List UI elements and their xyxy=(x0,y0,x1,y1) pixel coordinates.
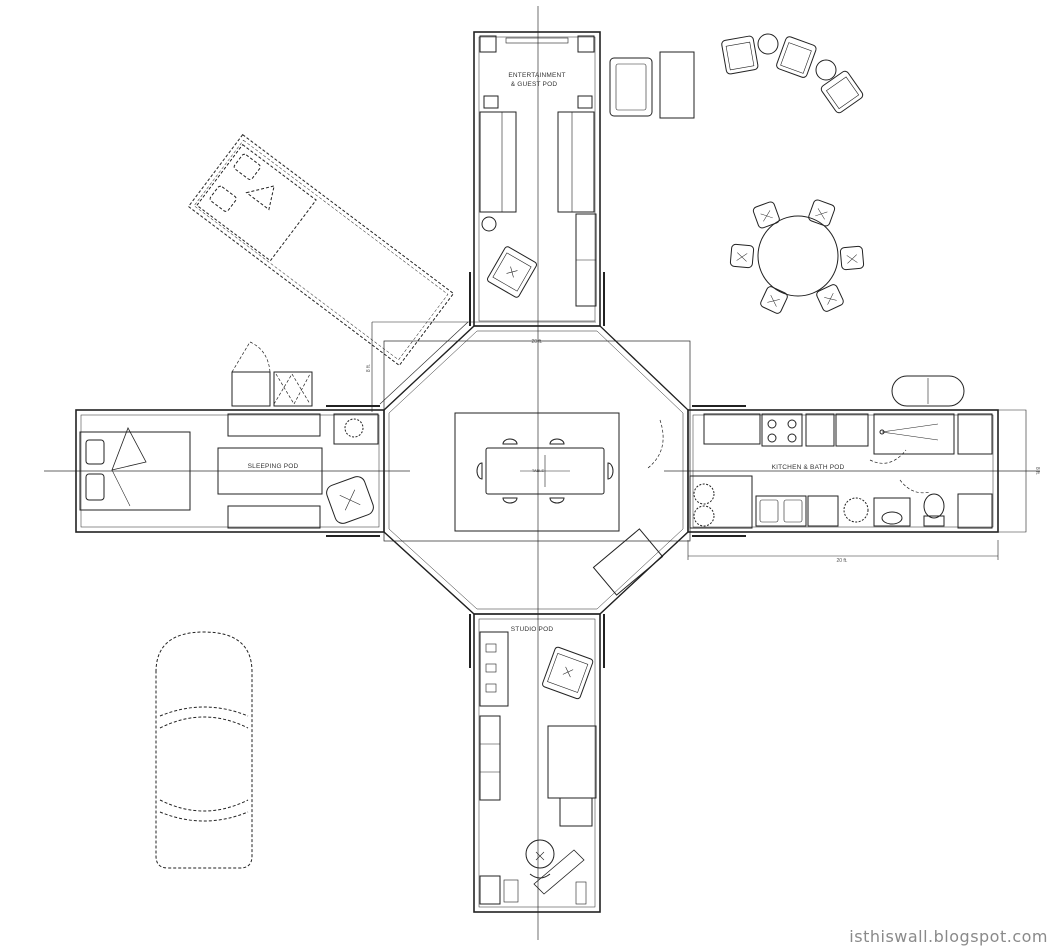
oven xyxy=(805,413,835,447)
speaker-left-icon xyxy=(479,35,497,53)
equipment-rack xyxy=(559,797,593,827)
entertainment-pod-label: ENTERTAINMENT xyxy=(508,72,565,79)
dim-top-line xyxy=(371,321,596,412)
nightstand xyxy=(333,413,379,445)
outdoor-bed-deck xyxy=(187,133,455,367)
round-dining-table xyxy=(729,199,865,314)
armchair-top-icon xyxy=(487,246,537,298)
loveseat xyxy=(609,57,653,117)
pillow-icon xyxy=(85,439,105,465)
lamp-icon xyxy=(344,418,364,438)
pillow-icon-2 xyxy=(85,473,105,501)
washer-dryer xyxy=(689,475,753,529)
dining-rug xyxy=(454,412,620,532)
linen-closet xyxy=(957,413,993,455)
dresser xyxy=(217,447,323,495)
dim-right-line xyxy=(996,409,1027,533)
lamp-table-right xyxy=(577,95,593,109)
shelf-unit xyxy=(479,875,501,905)
armchair-sleeping-icon xyxy=(326,476,374,524)
speaker-right-icon xyxy=(577,35,595,53)
dim-bottom-line xyxy=(687,540,999,560)
sofa-bed-left xyxy=(479,111,517,213)
bath-vanity xyxy=(873,497,911,527)
sleeping-pod-label: SLEEPING POD xyxy=(248,463,299,470)
tv-console xyxy=(505,37,569,44)
kitchen-sink xyxy=(755,495,807,527)
studio-pod xyxy=(473,613,601,913)
shower xyxy=(873,413,955,455)
storage-shelves xyxy=(479,715,501,801)
tilted-console xyxy=(592,528,664,596)
central-hub-inner xyxy=(388,330,684,610)
round-table-icon xyxy=(843,497,869,523)
toilet-icon xyxy=(923,493,945,527)
office-chair-icon xyxy=(525,839,555,879)
bed xyxy=(79,431,191,511)
side-table-2 xyxy=(273,371,313,407)
bath-storage xyxy=(957,493,993,529)
wardrobe-bottom xyxy=(227,505,321,529)
cabinet xyxy=(807,495,839,527)
wardrobe-top xyxy=(227,413,321,437)
work-table xyxy=(547,725,597,799)
kitchen-bath-pod xyxy=(687,409,999,533)
capsule-bench xyxy=(891,375,965,407)
dishwasher xyxy=(835,413,869,447)
sofa-bed-right xyxy=(557,111,595,213)
entertainment-pod xyxy=(473,31,601,327)
kitchen-counter-top xyxy=(703,413,761,445)
studio-pod-label: STUDIO POD xyxy=(511,626,554,633)
ottoman xyxy=(659,51,695,119)
sleeping-pod xyxy=(75,409,385,533)
dim-bottom-label: 20 ft. xyxy=(836,558,847,564)
dim-top-label: 20 ft. xyxy=(531,339,542,345)
dim-right-label: 8 ft. xyxy=(1034,467,1040,475)
kitchen-bath-pod-label: KITCHEN & BATH POD xyxy=(772,464,845,471)
lamp-table-left xyxy=(483,95,499,109)
side-table-1 xyxy=(231,371,271,407)
dining-table xyxy=(476,438,614,504)
watermark: isthiswall.blogspot.com xyxy=(849,927,1048,946)
armchair-studio-icon xyxy=(542,646,594,700)
entertainment-pod-label-2: & GUEST POD xyxy=(511,81,558,88)
outdoor-lounge-seating xyxy=(721,33,864,114)
cooktop xyxy=(761,413,803,447)
studio-desk xyxy=(479,631,509,707)
side-table-icon xyxy=(481,216,497,232)
table-label: TABLE xyxy=(532,468,545,473)
desk-return xyxy=(533,849,585,895)
hub-overlay-rect xyxy=(383,340,691,542)
car-outline xyxy=(155,631,253,869)
dim-left-label: 8 ft. xyxy=(366,364,372,372)
